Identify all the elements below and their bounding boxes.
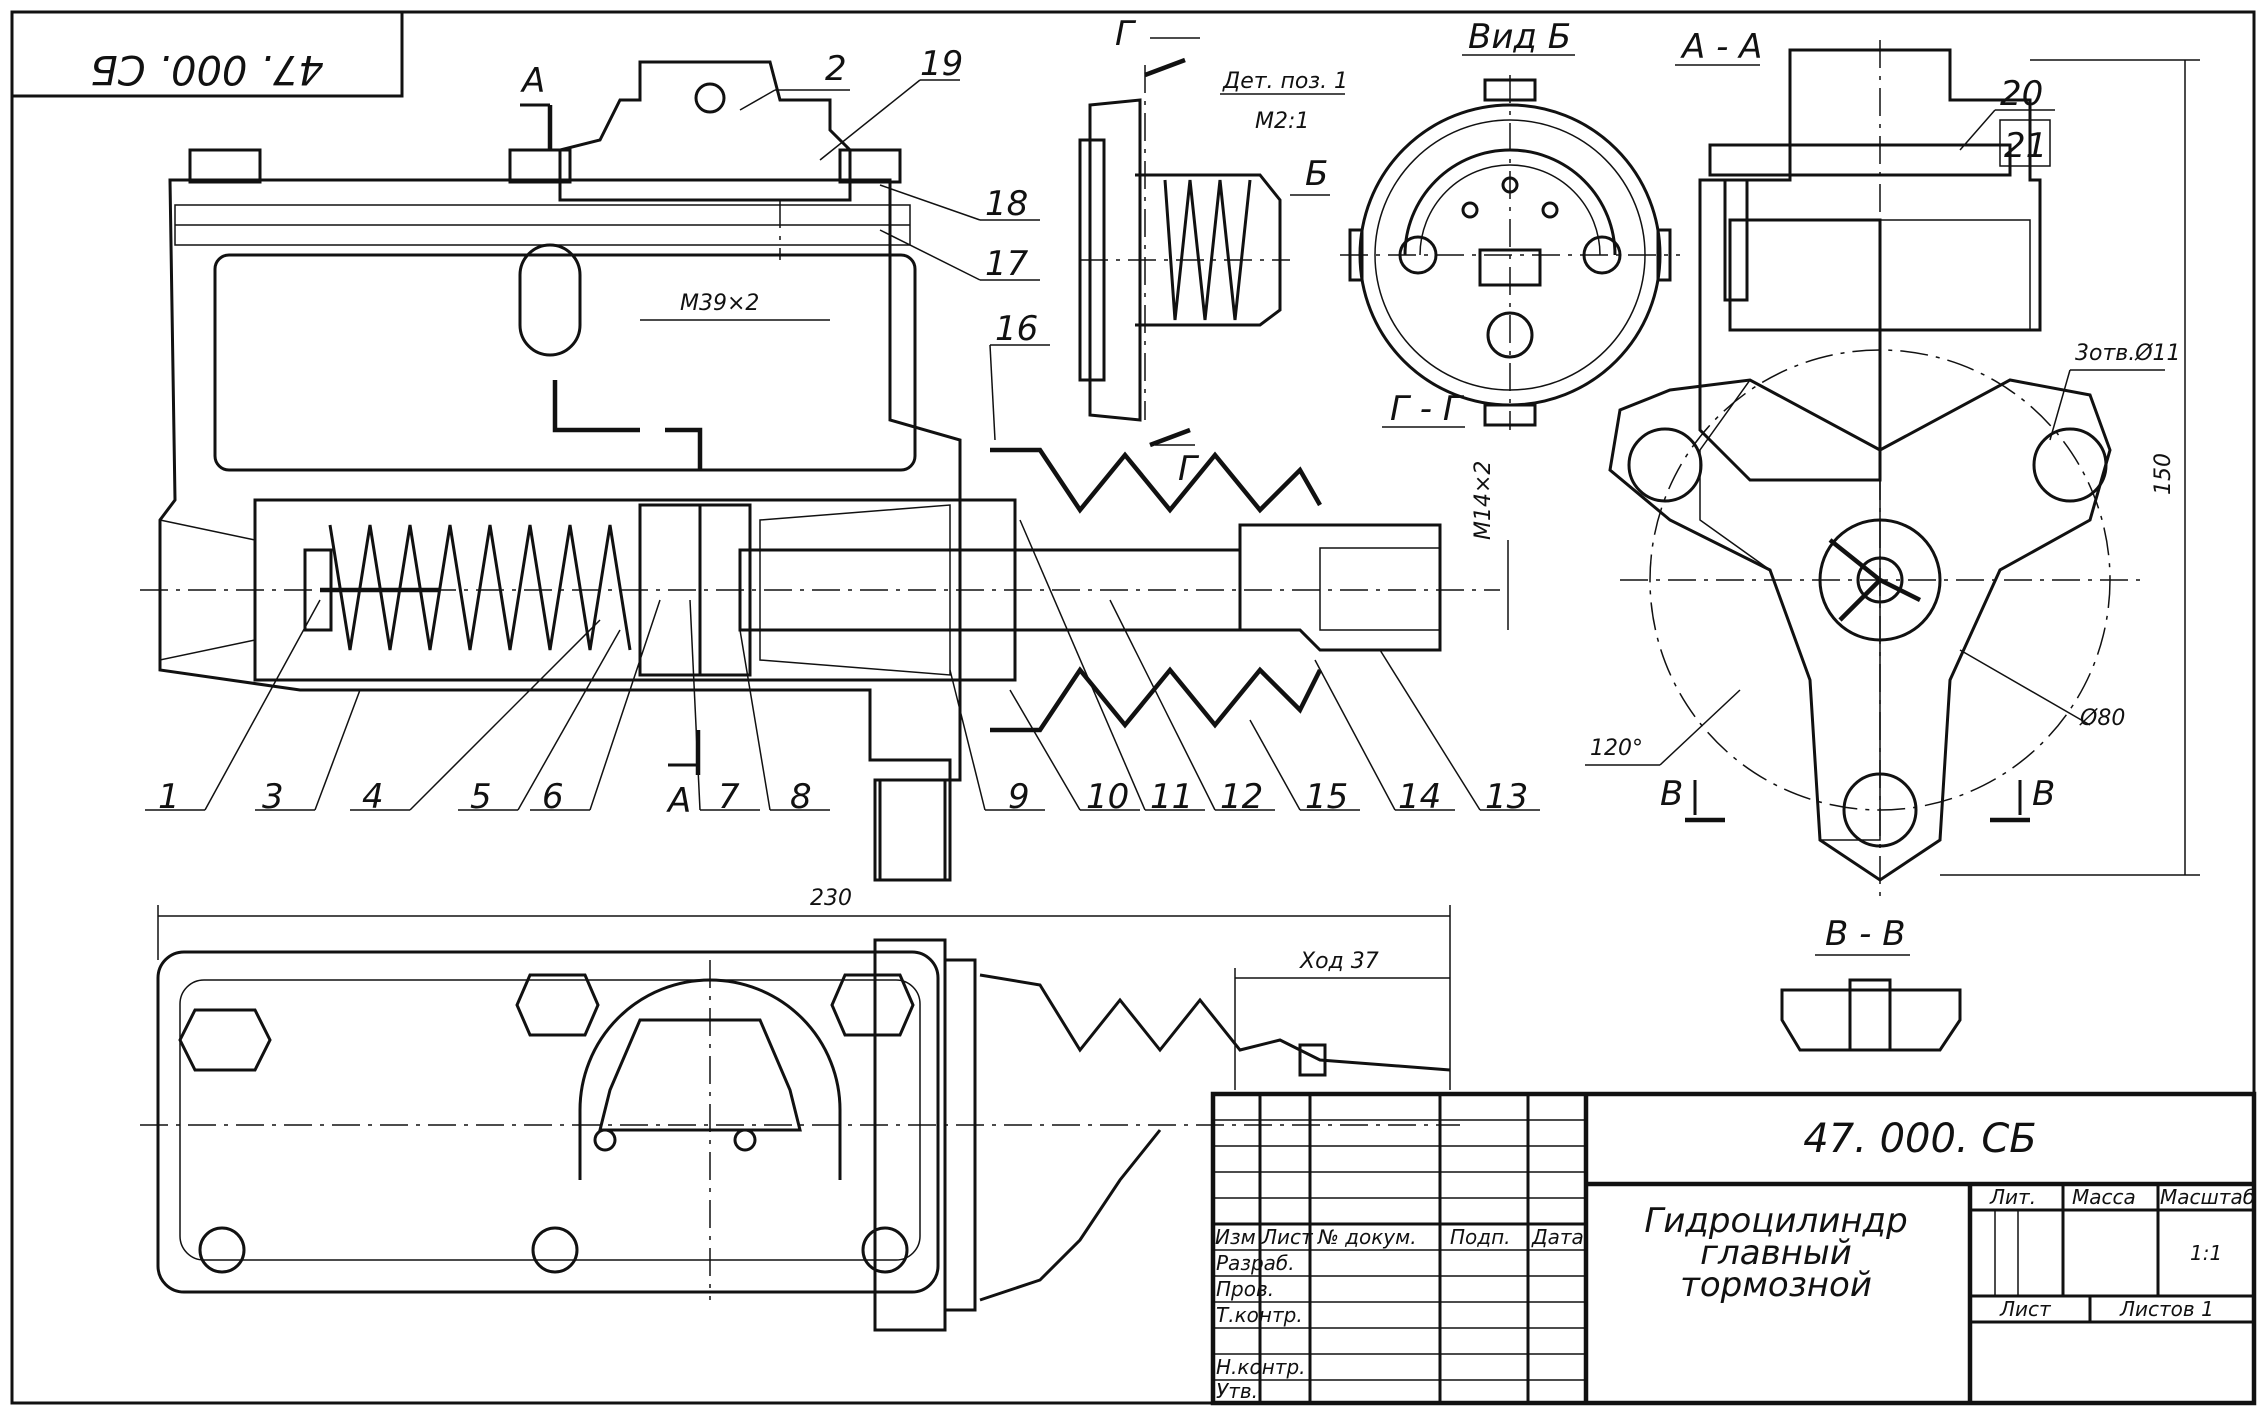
section-v-v: В - В	[1780, 914, 1962, 1052]
tb-masshtab: Масштаб	[2160, 1185, 2255, 1209]
detail-pos1-view: Г Г Б Дет. поз. 1 М2:1	[1078, 14, 1348, 489]
pos-20: 20	[2000, 74, 2043, 114]
corner-stamp-text: 47. 000. СБ	[90, 46, 323, 92]
pos-19: 19	[920, 44, 963, 84]
section-a-a: А - А 3отв.Ø11 150 Ø80 120°	[1585, 27, 2200, 900]
tb-col-izm: Изм	[1215, 1225, 1256, 1249]
section-mark-a-top: А	[520, 61, 545, 101]
position-callouts: 1 2 3 4 5 6 7 8 9 10 11 12 13 14 15 16 1	[145, 44, 2055, 817]
tb-row-utv: Утв.	[1216, 1379, 1258, 1403]
m14-label: М14×2	[1471, 461, 1496, 540]
tb-row-razrab: Разраб.	[1216, 1251, 1295, 1275]
tb-list: Лист	[1999, 1297, 2052, 1321]
tb-listov: Листов 1	[2119, 1297, 2214, 1321]
tb-col-doc: № докум.	[1317, 1225, 1417, 1249]
section-mark-a-bottom: А	[666, 781, 691, 821]
tb-massa: Масса	[2072, 1185, 2136, 1209]
dim-stroke: Ход 37	[1299, 949, 1379, 974]
detail-scale: М2:1	[1255, 109, 1309, 134]
m39-label: М39×2	[680, 291, 759, 316]
tb-scale: 1:1	[2190, 1241, 2222, 1265]
dim-230: 230	[810, 886, 852, 911]
dim-d80: Ø80	[2079, 706, 2125, 731]
view-b: Вид Б Г - Г	[1340, 17, 1680, 430]
return-spring	[328, 524, 632, 651]
title-line-3: тормозной	[1680, 1265, 1872, 1305]
g-mark-top: Г	[1115, 14, 1137, 54]
g-g-label: Г - Г	[1390, 389, 1465, 429]
section-marks-a: А А	[520, 61, 701, 821]
corner-stamp: 47. 000. СБ	[10, 10, 404, 98]
pos-3: 3	[262, 777, 284, 817]
rubber-boot	[990, 447, 1323, 733]
holes-label: 3отв.Ø11	[2075, 341, 2181, 366]
title-line-2: главный	[1700, 1233, 1852, 1273]
thread-m14: М14×2	[1471, 461, 1509, 630]
pos-17: 17	[985, 244, 1029, 284]
tb-row-nkontr: Н.контр.	[1216, 1355, 1306, 1379]
pos-9: 9	[1008, 777, 1030, 817]
plan-view: 230 Ход 37	[140, 886, 1460, 1332]
dim-angle: 120°	[1590, 736, 1643, 761]
pos-5: 5	[470, 777, 492, 817]
title-line-1: Гидроцилиндр	[1644, 1201, 1907, 1241]
tb-row-tkontr: Т.контр.	[1216, 1303, 1303, 1327]
pos-6: 6	[542, 777, 564, 817]
pos-1: 1	[158, 777, 180, 817]
tb-row-prov: Пров.	[1216, 1277, 1274, 1301]
tb-lit: Лит.	[1989, 1185, 2036, 1209]
pos-12: 12	[1220, 777, 1263, 817]
pos-2: 2	[825, 49, 847, 89]
pos-10: 10	[1086, 777, 1129, 817]
doc-number: 47. 000. СБ	[1803, 1116, 2036, 1162]
vid-b-label: Вид Б	[1468, 17, 1571, 57]
main-section-view	[140, 60, 1500, 882]
b-arrow-label: Б	[1305, 154, 1328, 194]
v-mark-right: В	[2032, 774, 2055, 814]
pos-16: 16	[995, 309, 1038, 349]
pos-7: 7	[718, 777, 740, 817]
drawing-frame	[10, 10, 2256, 1405]
v-v-label: В - В	[1825, 914, 1906, 954]
title-block: Изм Лист № докум. Подп. Дата Разраб. Про…	[1210, 1091, 2257, 1406]
detail-title: Дет. поз. 1	[1222, 69, 1348, 94]
pos-4: 4	[362, 777, 384, 817]
pos-14: 14	[1398, 777, 1441, 817]
tb-col-podp: Подп.	[1450, 1225, 1511, 1249]
pos-13: 13	[1485, 777, 1528, 817]
pos-11: 11	[1150, 777, 1193, 817]
g-mark-bottom: Г	[1178, 449, 1200, 489]
pos-18: 18	[985, 184, 1028, 224]
dim-150: 150	[2151, 453, 2176, 495]
tb-col-list: Лист	[1261, 1225, 1314, 1249]
thread-m39: М39×2	[640, 291, 830, 321]
v-mark-left: В	[1660, 774, 1683, 814]
tb-col-data: Дата	[1531, 1225, 1584, 1249]
a-a-label: А - А	[1680, 27, 1762, 67]
pos-8: 8	[790, 777, 812, 817]
pos-15: 15	[1305, 777, 1348, 817]
